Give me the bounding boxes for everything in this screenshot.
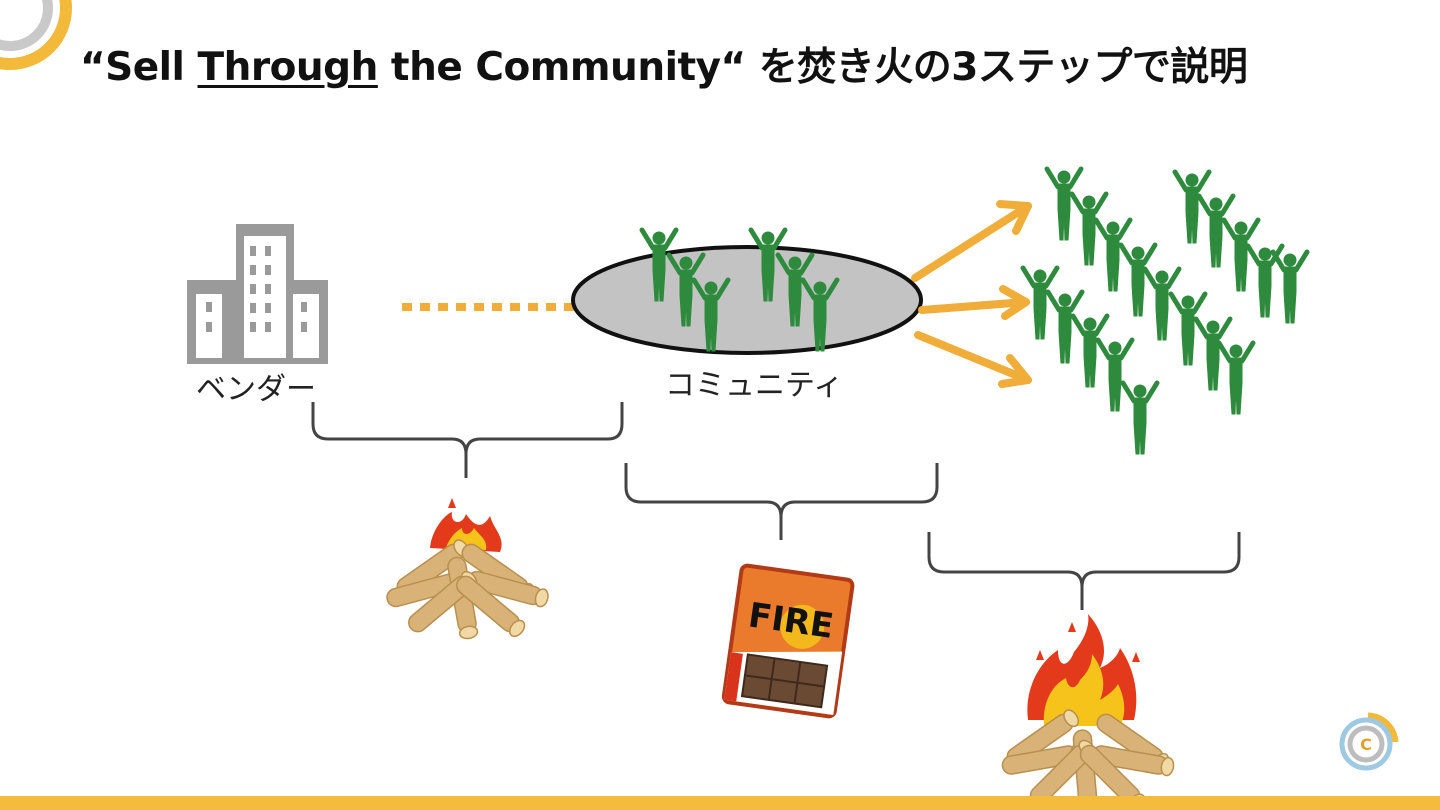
spread-arrows (911, 200, 1032, 388)
title-underlined-word: Through (197, 45, 379, 90)
bracket-step-3 (927, 532, 1241, 610)
crowd-icon (1023, 169, 1307, 454)
building-icon (187, 224, 328, 364)
slide-title: “Sell Through the Community“ を焚き火の3ステップで… (80, 36, 1248, 92)
community-label: コミュニティ (665, 368, 844, 403)
vendor-label: ベンダー (196, 372, 316, 407)
bonfire-icon (1000, 614, 1176, 810)
logo-letter: C (1360, 735, 1372, 754)
title-open: “Sell (80, 45, 198, 90)
bracket-step-1 (311, 402, 624, 478)
brackets (311, 402, 1241, 610)
campfire-icon (384, 498, 551, 641)
firestarter-box-icon: FIRE (721, 563, 855, 719)
corner-decoration (0, 0, 72, 70)
community-ellipse (571, 245, 923, 355)
logo-icon: C (1339, 712, 1399, 771)
bracket-step-2 (624, 463, 939, 540)
bottom-bar (0, 796, 1440, 810)
title-close: the Community“ を焚き火の3ステップで説明 (377, 45, 1248, 90)
